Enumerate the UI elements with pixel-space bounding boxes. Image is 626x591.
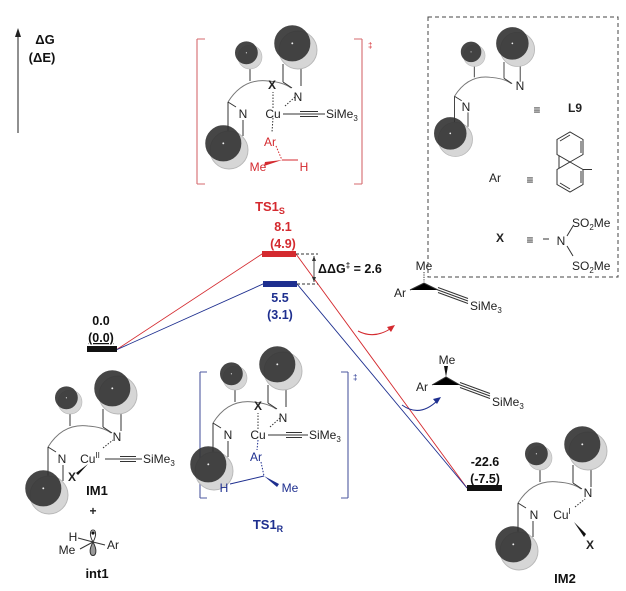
int1-label: int1	[85, 566, 108, 581]
product-s: Me Ar SiMe3	[357, 259, 502, 336]
ts1s-me: Me	[250, 160, 267, 174]
int1-structure: H Me Ar int1	[59, 529, 119, 581]
ts1s-ar: Ar	[264, 135, 276, 149]
ts1s-structure: ‡ X N N Cu SiMe3 Ar Me H TS1S	[196, 31, 372, 216]
axis-label-de: (ΔE)	[29, 50, 56, 65]
im2-level-bar	[467, 485, 502, 491]
im2-n-right: N	[584, 486, 593, 500]
ts1s-x-label: X	[268, 78, 276, 92]
ts1r-simet3: SiMe3	[309, 428, 341, 444]
im2-n-left: N	[530, 508, 539, 522]
legend-so2me-bottom: SO2Me	[572, 259, 611, 275]
ts1r-cu: Cu	[250, 428, 265, 442]
im2-x-label: X	[586, 538, 594, 552]
im1-energy-g: 0.0	[92, 314, 109, 328]
legend-n-left: N	[462, 100, 471, 114]
im1-n-left: N	[58, 452, 67, 466]
legend-l9-label: L9	[568, 101, 582, 115]
im1-cu: CuII	[80, 451, 100, 466]
energy-axis: ΔG (ΔE)	[15, 28, 55, 133]
im2-energy-e: (-7.5)	[470, 472, 500, 486]
ts1r-n-right: N	[279, 411, 288, 425]
im1-x-label: X	[68, 470, 76, 484]
ts1s-simet3: SiMe3	[326, 107, 358, 123]
ts1s-h: H	[300, 160, 309, 174]
im1-simet3: SiMe3	[143, 452, 175, 468]
ts1s-energy-g: 8.1	[274, 220, 291, 234]
im1-structure: N N CuII SiMe3 X IM1 +	[30, 376, 175, 518]
product-r: Me Ar SiMe3	[401, 353, 524, 411]
ts1s-energy-e: (4.9)	[270, 237, 296, 251]
ts1r-label: TS1R	[253, 517, 284, 534]
legend-x-label: X	[496, 231, 504, 245]
equiv-symbol-x: ≡	[526, 233, 533, 247]
plus-sign: +	[89, 504, 96, 518]
naphthalene-icon	[556, 131, 592, 193]
product-s-ar: Ar	[394, 286, 406, 300]
ddg-label: ΔΔG‡ = 2.6	[318, 261, 382, 276]
legend-x-n: N	[557, 234, 566, 248]
ts1r-energy-e: (3.1)	[267, 308, 293, 322]
equiv-symbol-ar: ≡	[526, 173, 533, 187]
ts1r-ar: Ar	[250, 450, 262, 464]
legend-box: N N ≡ L9 Ar ≡ X ≡ N SO2Me SO2Me	[427, 16, 619, 278]
int1-h: H	[69, 530, 78, 544]
ts1s-n-left: N	[239, 107, 248, 121]
axis-label-dg: ΔG	[35, 32, 54, 47]
product-r-me: Me	[439, 353, 456, 367]
im1-label: IM1	[86, 483, 108, 498]
ts1r-me: Me	[282, 481, 299, 495]
product-s-me: Me	[416, 259, 433, 273]
product-r-ar: Ar	[416, 380, 428, 394]
product-s-simet3: SiMe3	[470, 299, 502, 315]
ts1r-dagger: ‡	[353, 373, 357, 382]
int1-me: Me	[59, 543, 76, 557]
ts1s-n-right: N	[294, 90, 303, 104]
im1-n-right: N	[113, 430, 122, 444]
equiv-symbol-l9: ≡	[533, 103, 540, 117]
legend-so2me-top: SO2Me	[572, 216, 611, 232]
legend-ar-label: Ar	[489, 171, 501, 185]
im2-label: IM2	[554, 571, 576, 586]
ts1s-cu: Cu	[265, 107, 280, 121]
int1-ar: Ar	[107, 538, 119, 552]
product-r-simet3: SiMe3	[492, 395, 524, 411]
legend-n-right: N	[516, 79, 525, 93]
energy-paths	[87, 251, 502, 491]
im1-level-bar	[87, 346, 117, 352]
im2-structure: N N CuI X IM2	[500, 432, 607, 586]
ts1s-label: TS1S	[255, 199, 285, 216]
ts1s-dagger: ‡	[368, 41, 372, 50]
ts1r-structure: ‡ X N N Cu SiMe3 Ar H Me TS1R	[195, 352, 357, 534]
ts1r-h: H	[220, 481, 229, 495]
im1-energy-e: (0.0)	[88, 331, 114, 345]
im2-cu: CuI	[553, 507, 571, 522]
im2-energy-g: -22.6	[471, 455, 500, 469]
ts1r-level-bar	[263, 281, 297, 287]
ts1s-level-bar	[262, 251, 296, 257]
ts1r-n-left: N	[224, 428, 233, 442]
ts1r-energy-g: 5.5	[271, 291, 288, 305]
ts1r-x-label: X	[254, 399, 262, 413]
